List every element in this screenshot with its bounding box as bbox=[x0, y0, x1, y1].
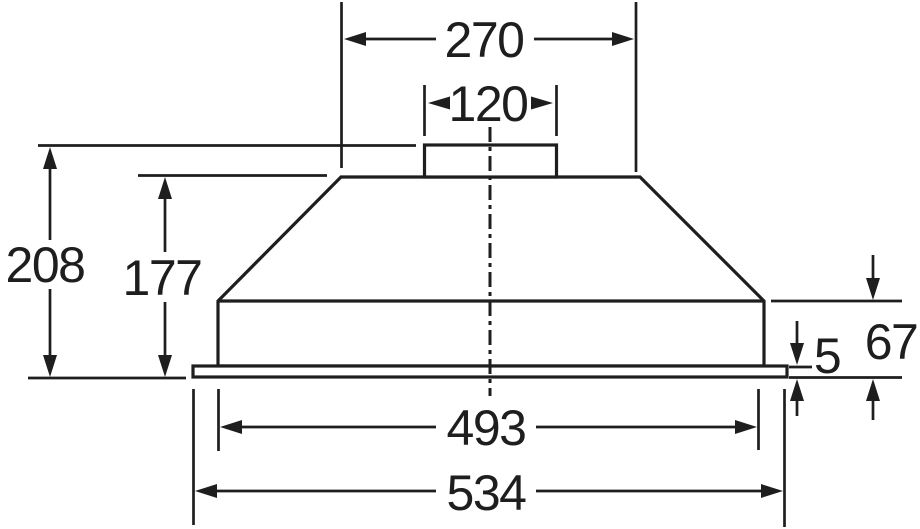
dim-270: 270 bbox=[340, 2, 638, 172]
hood-outline bbox=[191, 127, 789, 396]
dim-177: 177 bbox=[123, 174, 327, 377]
dim-534-arrow-right-icon bbox=[761, 484, 783, 498]
dim-493-arrow-right-icon bbox=[735, 420, 757, 434]
dim-208-arrow-up-icon bbox=[43, 147, 57, 169]
dim-5: 5 bbox=[789, 321, 842, 416]
dim-5-label: 5 bbox=[814, 328, 840, 384]
dim-534-label: 534 bbox=[447, 465, 527, 521]
dim-534-arrow-left-icon bbox=[195, 484, 217, 498]
dim-493: 493 bbox=[217, 389, 760, 456]
dim-270-arrow-left-icon bbox=[344, 32, 366, 46]
dim-534: 534 bbox=[192, 389, 786, 527]
dim-270-label: 270 bbox=[445, 12, 524, 68]
dim-493-label: 493 bbox=[447, 400, 526, 456]
dim-67-arrow-down-icon bbox=[866, 278, 880, 300]
dim-177-arrow-up-icon bbox=[158, 177, 172, 199]
dim-177-arrow-down-icon bbox=[158, 355, 172, 377]
dim-208: 208 bbox=[6, 144, 416, 380]
dim-493-arrow-left-icon bbox=[220, 420, 242, 434]
dim-67-label: 67 bbox=[865, 314, 918, 370]
dim-120-arrow-left-icon bbox=[428, 96, 450, 110]
dim-208-label: 208 bbox=[6, 237, 85, 293]
dim-208-arrow-down-icon bbox=[43, 355, 57, 377]
dim-67-arrow-up-icon bbox=[866, 379, 880, 401]
dim-177-label: 177 bbox=[123, 250, 202, 306]
dim-120: 120 bbox=[423, 76, 558, 136]
dim-5-arrow-down-icon bbox=[790, 343, 804, 365]
dim-5-arrow-up-icon bbox=[790, 379, 804, 401]
dim-120-label: 120 bbox=[449, 76, 528, 132]
dim-270-arrow-right-icon bbox=[612, 32, 634, 46]
dim-67: 67 bbox=[771, 255, 919, 420]
dim-120-arrow-right-icon bbox=[531, 96, 553, 110]
